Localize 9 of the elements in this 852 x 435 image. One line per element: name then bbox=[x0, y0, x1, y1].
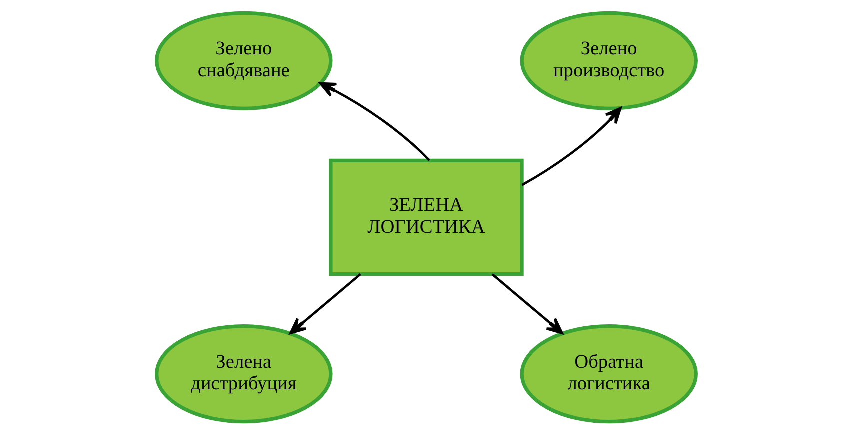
node-ellipse: Зелено производство bbox=[520, 11, 698, 110]
node-ellipse: Зелено снабдяване bbox=[154, 11, 332, 110]
node-ellipse: Зелена дистрибуция bbox=[154, 324, 332, 424]
arrow bbox=[319, 82, 430, 162]
arrow bbox=[491, 273, 563, 334]
node-box: ЗЕЛЕНА ЛОГИСТИКА bbox=[328, 158, 524, 276]
arrow bbox=[289, 273, 361, 334]
node-ellipse: Обратна логистика bbox=[520, 324, 698, 424]
arrow bbox=[521, 107, 622, 186]
